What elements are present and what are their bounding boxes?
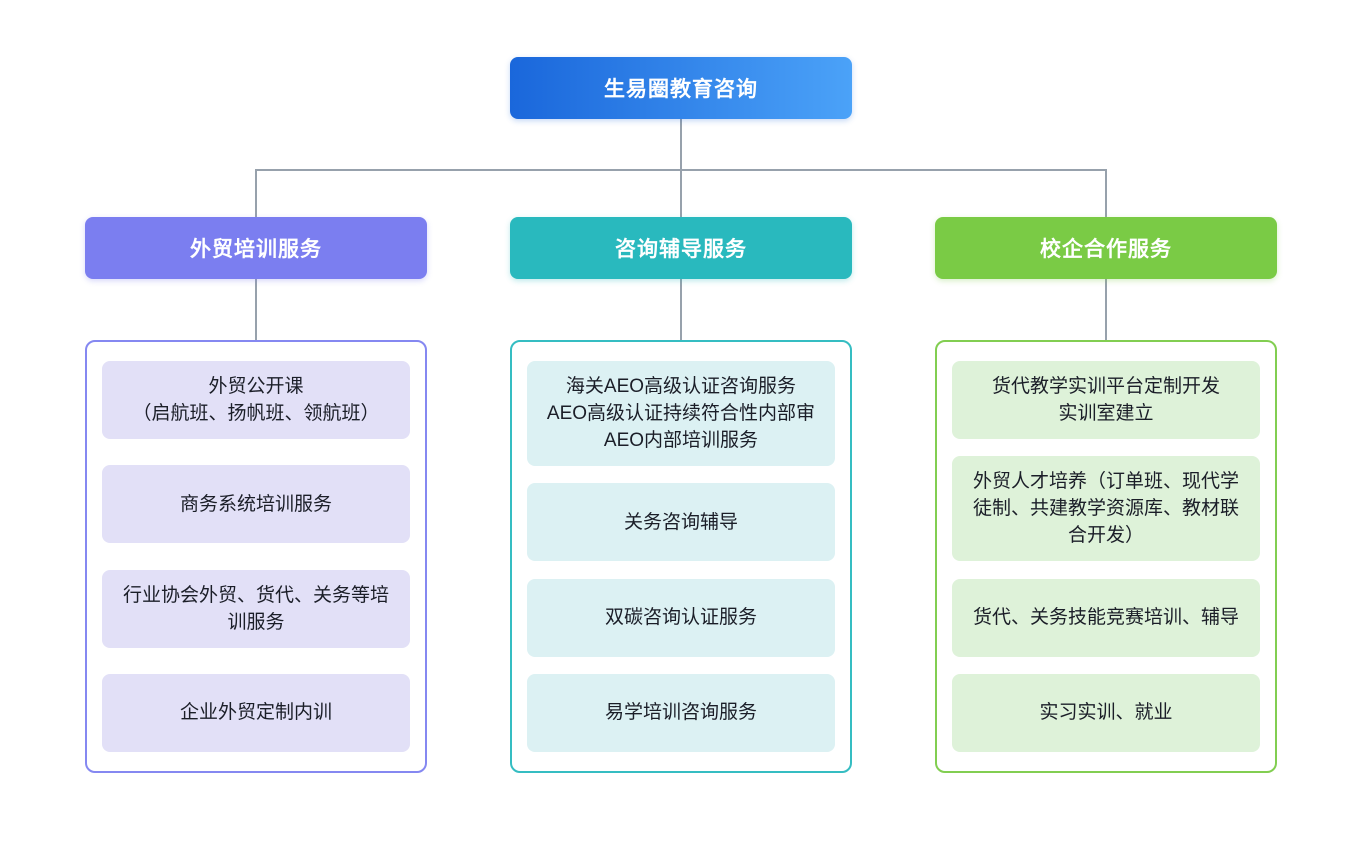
branch-header-label: 外贸培训服务 [190,238,322,261]
leaf-item: 货代、关务技能竞赛培训、辅导 [952,578,1260,657]
leaf-item: 货代教学实训平台定制开发 实训室建立 [952,361,1260,439]
connector-branch1-container-drop [255,279,257,340]
branch-header: 咨询辅导服务 [510,217,852,279]
leaf-item: 外贸公开课 （启航班、扬帆班、领航班） [102,361,410,439]
leaf-item: 外贸人才培养（订单班、现代学徒制、共建教学资源库、教材联合开发） [952,456,1260,562]
branch-items-container: 货代教学实训平台定制开发 实训室建立 外贸人才培养（订单班、现代学徒制、共建教学… [935,340,1277,773]
connector-root-drop [680,119,682,170]
branch-items-container: 海关AEO高级认证咨询服务 AEO高级认证持续符合性内部审 AEO内部培训服务 … [510,340,852,773]
branch-header-label: 校企合作服务 [1040,238,1172,261]
leaf-item: 双碳咨询认证服务 [527,578,835,657]
branch-header-label: 咨询辅导服务 [615,238,747,261]
connector-branch2-drop [680,169,682,217]
root-node-label: 生易圈教育咨询 [604,78,758,101]
leaf-item: 易学培训咨询服务 [527,673,835,752]
leaf-item: 商务系统培训服务 [102,465,410,544]
branch-header: 外贸培训服务 [85,217,427,279]
branch-items-container: 外贸公开课 （启航班、扬帆班、领航班） 商务系统培训服务 行业协会外贸、货代、关… [85,340,427,773]
leaf-item: 关务咨询辅导 [527,483,835,562]
branch-header: 校企合作服务 [935,217,1277,279]
leaf-item: 行业协会外贸、货代、关务等培训服务 [102,569,410,648]
connector-branch1-drop [255,169,257,217]
leaf-item: 海关AEO高级认证咨询服务 AEO高级认证持续符合性内部审 AEO内部培训服务 [527,361,835,466]
root-node: 生易圈教育咨询 [510,57,852,119]
connector-branch2-container-drop [680,279,682,340]
connector-branch3-container-drop [1105,279,1107,340]
leaf-item: 企业外贸定制内训 [102,673,410,752]
connector-branch3-drop [1105,169,1107,217]
leaf-item: 实习实训、就业 [952,673,1260,752]
